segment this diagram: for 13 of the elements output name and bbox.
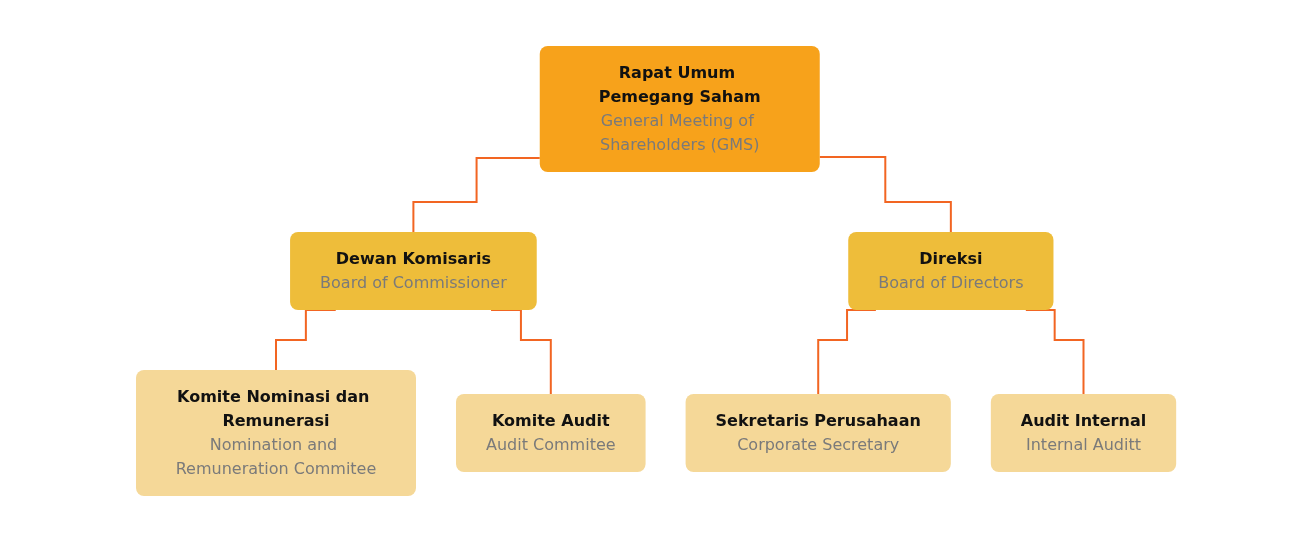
connector	[275, 308, 338, 371]
node-box: Rapat Umum Pemegang Saham General Meeting of Shareholders (GMS)	[540, 45, 821, 172]
connector	[819, 155, 953, 233]
node-box: Dewan Komisaris Board of Commissioner	[290, 231, 538, 310]
connector	[490, 308, 553, 395]
node-box: Audit Internal Internal Auditt	[991, 393, 1177, 472]
connector	[817, 308, 878, 395]
connector	[412, 156, 542, 233]
connector	[1025, 308, 1085, 395]
node-box: Sekretaris Perusahaan Corporate Secretary	[686, 393, 952, 472]
node-box: Direksi Board of Directors	[848, 231, 1054, 310]
node-box: Komite Audit Audit Commitee	[456, 393, 646, 472]
node-box: Komite Nominasi dan Remunerasi Nomination and Remuneration Commitee	[136, 369, 417, 496]
